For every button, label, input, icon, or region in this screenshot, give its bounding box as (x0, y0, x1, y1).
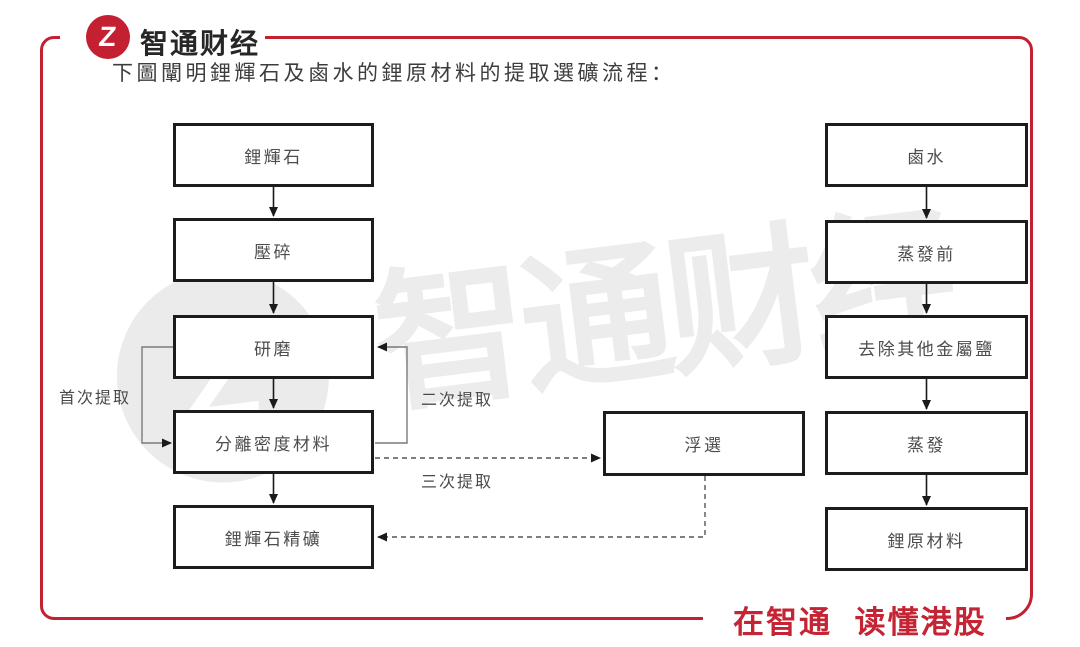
brand-tagline: 在智通 读懂港股 (733, 605, 987, 640)
flow-box-spodumene-concentrate: 鋰輝石精礦 (173, 505, 374, 569)
flow-box-spodumene: 鋰輝石 (173, 123, 374, 187)
label-second-extraction: 二次提取 (421, 392, 494, 409)
flow-box-crushing: 壓碎 (173, 218, 374, 282)
zhitong-logo-icon: Z (86, 15, 130, 59)
figure-title: 下圖闡明鋰輝石及鹵水的鋰原材料的提取選礦流程： (112, 62, 676, 85)
zhitong-logo-glyph: Z (97, 21, 119, 52)
brand-name: 智通财经 (140, 28, 261, 59)
loop-first-extraction (141, 346, 173, 448)
flow-box-grinding: 研磨 (173, 315, 374, 379)
flow-box-remove-metal-salts: 去除其他金屬鹽 (825, 315, 1028, 379)
flow-box-evaporation: 蒸發 (825, 411, 1028, 475)
label-first-extraction: 首次提取 (59, 390, 132, 407)
flow-box-lithium-raw-material: 鋰原材料 (825, 507, 1028, 571)
flow-box-pre-evaporation: 蒸發前 (825, 220, 1028, 284)
flow-box-flotation: 浮選 (603, 411, 805, 476)
label-third-extraction: 三次提取 (421, 474, 494, 491)
flow-box-density-separation: 分離密度材料 (173, 410, 374, 474)
flow-box-brine: 鹵水 (825, 123, 1028, 187)
loop-second-extraction (375, 342, 408, 444)
